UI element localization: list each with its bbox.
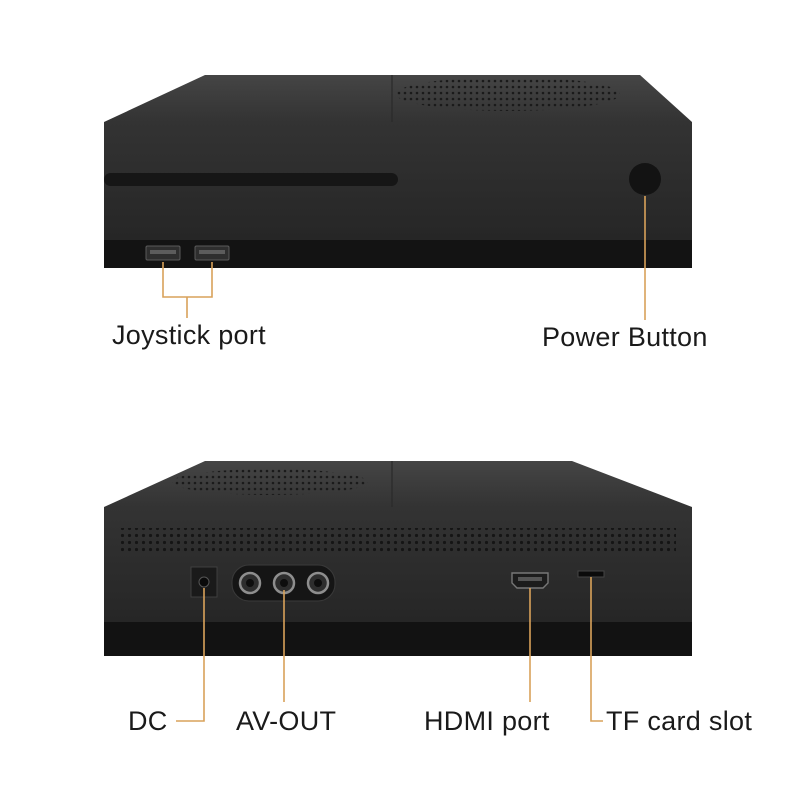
hdmi-port-label: HDMI port [424, 706, 550, 736]
top-vent [396, 77, 620, 111]
av-out-panel [231, 564, 336, 602]
console-back-face [104, 507, 692, 622]
tf-card-slot-label: TF card slot [606, 706, 753, 736]
dc-label: DC [128, 706, 168, 736]
tf-card-slot [577, 570, 605, 578]
power-button [629, 163, 661, 195]
power-button-label: Power Button [542, 322, 708, 352]
hdmi-port [511, 572, 549, 589]
console-base [104, 240, 692, 268]
tf-callout [590, 577, 603, 722]
console-front-view [104, 75, 692, 268]
console-back-base [104, 622, 692, 656]
joystick-callout [162, 262, 213, 318]
usb-port-1 [145, 245, 181, 261]
usb-port-2 [194, 245, 230, 261]
back-top-vent [172, 469, 368, 495]
av-out-label: AV-OUT [236, 706, 337, 736]
dc-callout [176, 588, 205, 722]
joystick-port-label: Joystick port [112, 320, 266, 350]
console-back-view [104, 461, 692, 656]
rear-vent-strip [120, 528, 676, 552]
disc-slot [104, 173, 398, 186]
